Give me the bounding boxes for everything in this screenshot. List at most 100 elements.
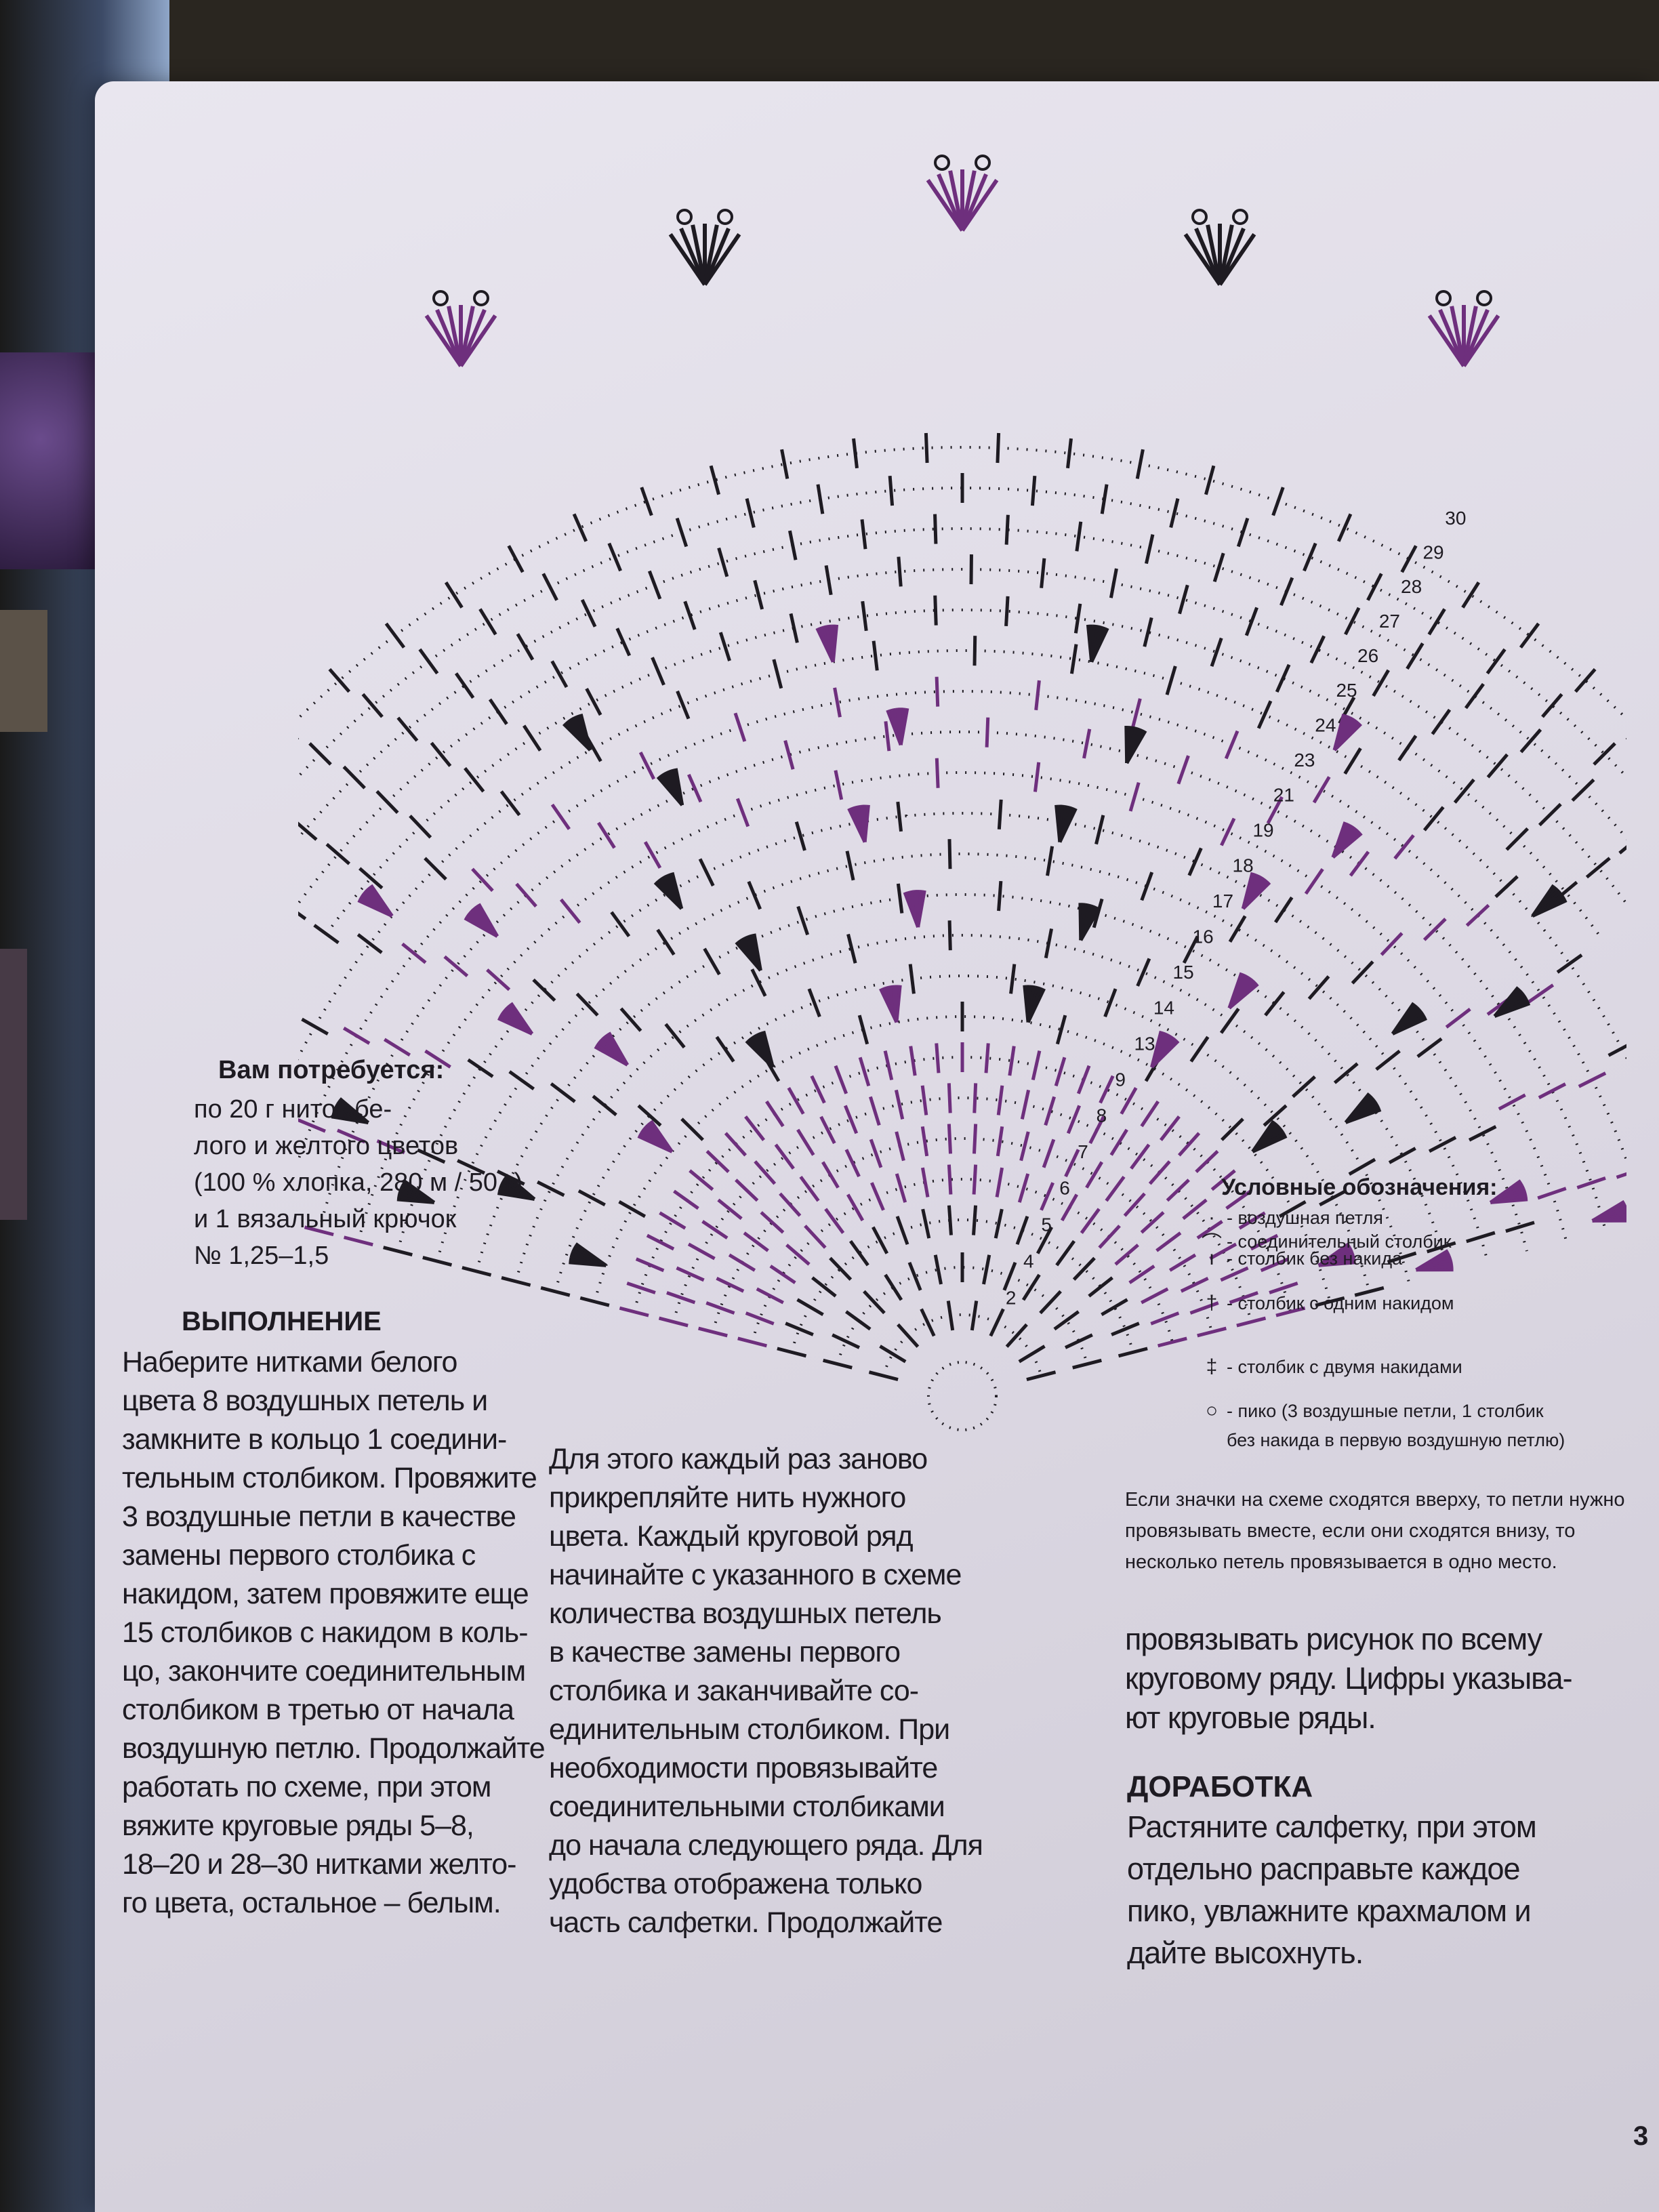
stitch: [868, 1096, 881, 1126]
stitch: [673, 1189, 699, 1210]
stitch: [946, 1300, 955, 1331]
stitch: [1005, 1323, 1028, 1348]
stitch: [997, 880, 1003, 912]
stitch: [1453, 778, 1475, 804]
stitch: [532, 978, 556, 1002]
chain-row: [325, 609, 1600, 935]
treble-crochet-icon: ‡: [1206, 1355, 1218, 1378]
stitch: [883, 1050, 894, 1081]
column3-line: круговому ряду. Цифры указыва-: [1125, 1661, 1573, 1696]
fan-stitch: [831, 624, 839, 662]
fan-stitch: [338, 1097, 369, 1124]
chain-stitch-icon: ·: [1208, 1206, 1215, 1229]
stitch: [794, 821, 806, 851]
stitch: [907, 1261, 922, 1291]
fan-stitch: [1391, 1017, 1427, 1036]
picot-icon: ○: [1205, 1399, 1218, 1422]
stitch: [970, 1300, 979, 1331]
fan-stitch: [916, 890, 926, 928]
stitch: [1009, 964, 1017, 994]
stitch: [1505, 827, 1529, 851]
legend-label: без накида в первую воздушную петлю): [1227, 1430, 1565, 1450]
stitch: [909, 1046, 917, 1076]
stitch: [894, 1089, 905, 1120]
note-line: Если значки на схеме сходятся вверху, то…: [1125, 1489, 1625, 1511]
stitch: [1034, 680, 1041, 711]
stitch: [1141, 1287, 1169, 1305]
stitch: [705, 1149, 730, 1173]
picot: [432, 290, 449, 306]
stitch: [462, 1266, 492, 1277]
stitch: [717, 1198, 743, 1221]
legend-item: без накида в первую воздушную петлю): [1201, 1430, 1565, 1451]
stitch: [1015, 1215, 1029, 1246]
stitch: [897, 1323, 920, 1348]
column2-line: единительным столбиком. При: [549, 1713, 950, 1746]
stitch: [1427, 608, 1446, 636]
stitch: [1046, 846, 1054, 876]
stitch: [383, 1038, 411, 1057]
stitch: [1275, 1306, 1306, 1317]
legend-label: - столбик с двумя накидами: [1227, 1356, 1462, 1377]
stitch: [499, 790, 521, 817]
stitch: [745, 1311, 775, 1326]
stitch: [1099, 1075, 1115, 1104]
legend-label: - соединительный столбик: [1227, 1231, 1452, 1252]
stitch: [361, 693, 384, 718]
fan-stitch: [752, 933, 762, 971]
stitch: [1445, 1008, 1471, 1029]
row-number-label: 25: [1336, 680, 1357, 701]
execution-line: Наберите нитками белого: [122, 1346, 457, 1378]
stitch: [1026, 1370, 1057, 1382]
stitch: [716, 1277, 745, 1293]
stitch: [743, 1231, 769, 1252]
stitch: [1416, 1037, 1443, 1059]
execution-line: 18–20 и 28–30 нитками желто-: [122, 1848, 516, 1881]
stitch: [1169, 498, 1180, 529]
stitch: [935, 758, 940, 788]
stitch: [787, 530, 798, 560]
stitch: [920, 1167, 930, 1197]
stitch: [1397, 735, 1418, 762]
row-number-label: 24: [1315, 714, 1336, 735]
column2-line: Для этого каждый раз заново: [549, 1443, 928, 1475]
stitch: [846, 933, 857, 964]
legend-item: ‡ - столбик с двумя накидами: [1201, 1355, 1462, 1378]
stitch: [1372, 669, 1390, 697]
column2-line: удобства отображена только: [549, 1868, 922, 1900]
stitch: [610, 911, 631, 938]
fan-stitch: [1150, 1040, 1180, 1069]
stitch: [422, 1256, 453, 1267]
stitch: [811, 1276, 837, 1298]
chain-row: [514, 934, 1410, 1282]
single-crochet-icon: ı: [1208, 1247, 1215, 1269]
stitch: [619, 1306, 649, 1317]
stitch: [467, 1058, 494, 1078]
stitch: [615, 628, 632, 657]
stitch: [972, 1164, 978, 1195]
stitch: [1351, 960, 1374, 985]
legend-item: ○ - пико (3 воздушные петли, 1 столбик: [1201, 1399, 1544, 1422]
stitch: [756, 1287, 784, 1305]
stitch: [1349, 851, 1370, 877]
stitch: [972, 1124, 978, 1154]
stitch: [1004, 596, 1010, 626]
picot: [1232, 209, 1248, 225]
stitch: [843, 1105, 859, 1134]
stitch: [933, 595, 938, 626]
stitch: [1406, 642, 1425, 670]
stitch: [888, 476, 895, 506]
stitch: [1468, 1125, 1497, 1142]
stitch: [1465, 903, 1490, 927]
stitch: [848, 1240, 869, 1267]
stitch: [804, 1225, 827, 1249]
stitch: [1464, 682, 1485, 710]
stitch: [579, 1296, 610, 1307]
stitch: [1266, 796, 1284, 824]
stitch: [895, 1173, 907, 1203]
stitch: [457, 1159, 486, 1175]
stitch: [592, 1094, 617, 1117]
stitch: [785, 1244, 811, 1266]
stitch: [541, 573, 558, 601]
stitch: [920, 1126, 929, 1157]
